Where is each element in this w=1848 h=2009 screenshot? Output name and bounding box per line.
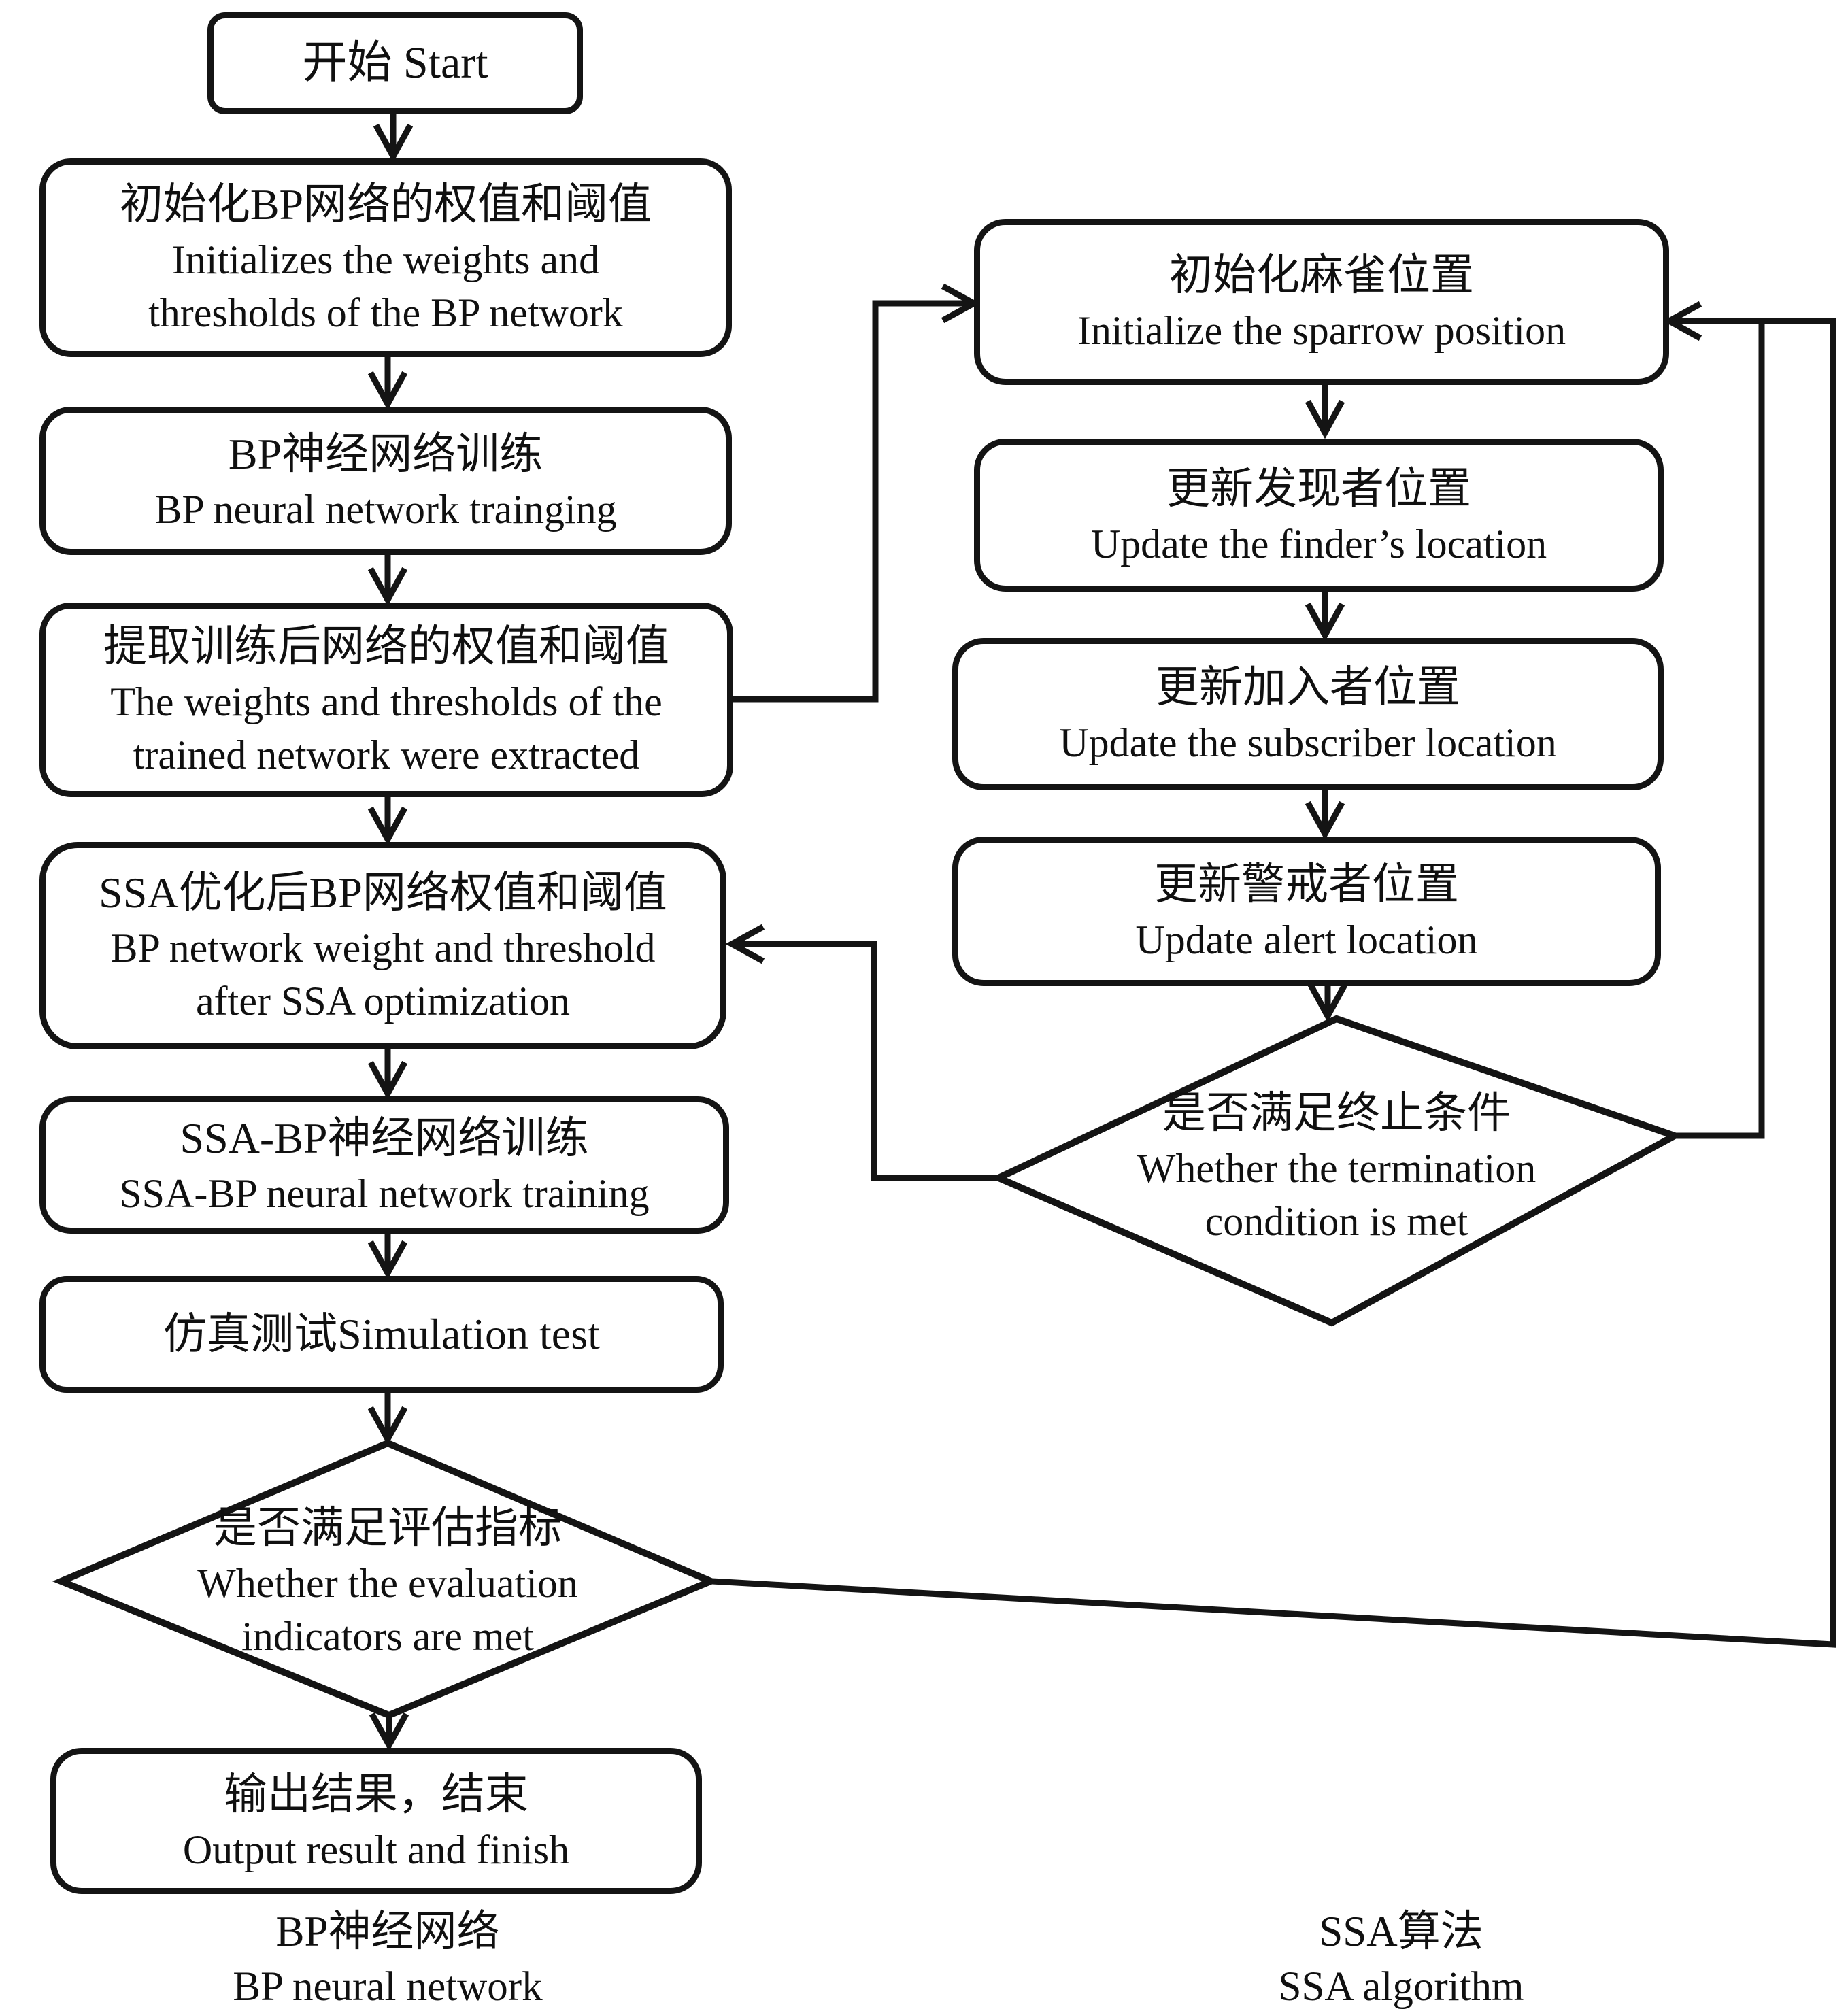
simulation-test-label: 仿真测试Simulation test — [163, 1310, 600, 1358]
bp-training-label-en: BP neural network trainging — [154, 487, 617, 532]
ssa-bp-training-label-zh: SSA-BP神经网络训练 — [180, 1114, 589, 1162]
output-label-zh: 输出结果，结束 — [224, 1770, 528, 1819]
output-node: 输出结果，结束 Output result and finish — [50, 1748, 702, 1894]
ssa-column-caption-zh: SSA算法 — [1319, 1908, 1483, 1955]
evaluation-diamond-shape — [52, 1439, 720, 1719]
ssa-optimized-label-zh: SSA优化后BP网络权值和阈值 — [99, 868, 667, 917]
simulation-test-node: 仿真测试Simulation test — [39, 1276, 724, 1393]
update-finder-label-en: Update the finder’s location — [1090, 521, 1547, 567]
output-label-en: Output result and finish — [182, 1827, 570, 1872]
update-alert-label-zh: 更新警戒者位置 — [1154, 860, 1459, 909]
init-bp-node: 初始化BP网络的权值和阈值 Initializes the weights an… — [39, 158, 732, 357]
extract-weights-label-en1: The weights and thresholds of the — [110, 679, 662, 724]
connector-extract-to-init-sparrow — [731, 303, 971, 703]
start-node: 开始 Start — [207, 12, 583, 114]
init-bp-label-zh: 初始化BP网络的权值和阈值 — [119, 180, 652, 229]
ssa-bp-training-label-en: SSA-BP neural network training — [119, 1171, 650, 1216]
bp-column-caption-en: BP neural network — [233, 1964, 543, 2009]
update-subscriber-node: 更新加入者位置 Update the subscriber location — [952, 638, 1664, 790]
bp-column-caption: BP神经网络 BP neural network — [109, 1903, 667, 2009]
connector-termination-feedback-up — [1671, 318, 1765, 1139]
ssa-optimized-label-en1: BP network weight and threshold — [110, 925, 656, 970]
bp-training-node: BP神经网络训练 BP neural network trainging — [39, 407, 732, 555]
extract-weights-node: 提取训练后网络的权值和阈值 The weights and thresholds… — [39, 603, 733, 797]
ssa-optimized-node: SSA优化后BP网络权值和阈值 BP network weight and th… — [39, 842, 726, 1049]
connector-evaluation-feedback-to-init-sparrow — [709, 321, 1836, 1648]
extract-weights-label-zh: 提取训练后网络的权值和阈值 — [103, 622, 669, 671]
ssa-optimized-label-en2: after SSA optimization — [196, 978, 570, 1024]
ssa-column-caption-en: SSA algorithm — [1278, 1964, 1524, 2009]
update-alert-label-en: Update alert location — [1135, 917, 1478, 962]
extract-weights-label-en2: trained network were extracted — [133, 732, 640, 777]
update-subscriber-label-en: Update the subscriber location — [1059, 720, 1557, 765]
init-sparrow-label-zh: 初始化麻雀位置 — [1169, 251, 1474, 299]
ssa-bp-training-node: SSA-BP神经网络训练 SSA-BP neural network train… — [39, 1096, 729, 1234]
update-finder-label-zh: 更新发现者位置 — [1166, 464, 1471, 513]
init-sparrow-node: 初始化麻雀位置 Initialize the sparrow position — [974, 219, 1669, 385]
connector-termination-to-ssa-optimized — [735, 944, 1002, 1181]
init-bp-label-en2: thresholds of the BP network — [148, 290, 623, 335]
bp-column-caption-zh: BP神经网络 — [275, 1908, 500, 1955]
ssa-column-caption: SSA算法 SSA algorithm — [1122, 1903, 1680, 2009]
start-label: 开始 Start — [302, 38, 488, 88]
init-bp-label-en1: Initializes the weights and — [171, 237, 600, 282]
init-sparrow-label-en: Initialize the sparrow position — [1077, 308, 1566, 353]
update-subscriber-label-zh: 更新加入者位置 — [1156, 663, 1460, 711]
termination-diamond-shape — [990, 1015, 1683, 1327]
update-alert-node: 更新警戒者位置 Update alert location — [952, 837, 1661, 986]
update-finder-node: 更新发现者位置 Update the finder’s location — [974, 439, 1664, 592]
bp-training-label-zh: BP神经网络训练 — [228, 430, 543, 478]
